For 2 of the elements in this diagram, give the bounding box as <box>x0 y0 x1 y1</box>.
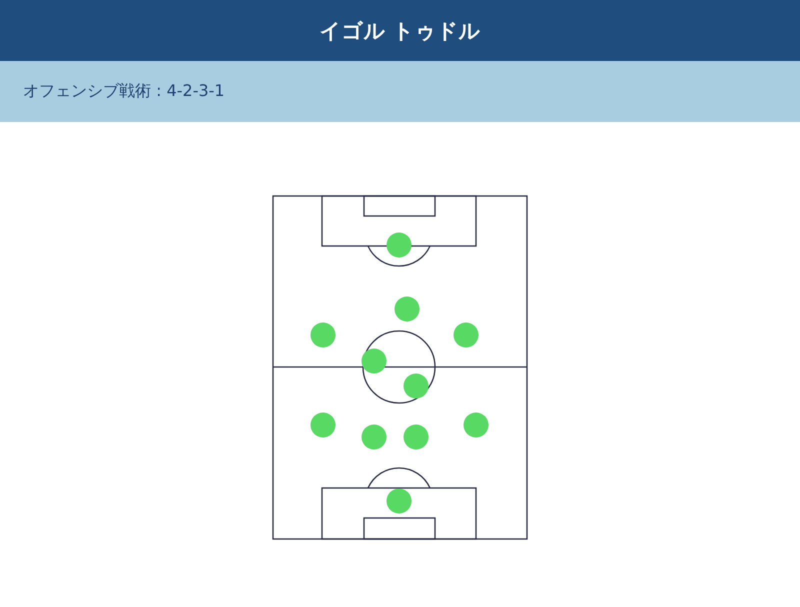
title: イゴル トゥドル <box>319 18 481 44</box>
tactic-label: オフェンシブ戦術 : 4-2-3-1 <box>23 81 225 102</box>
